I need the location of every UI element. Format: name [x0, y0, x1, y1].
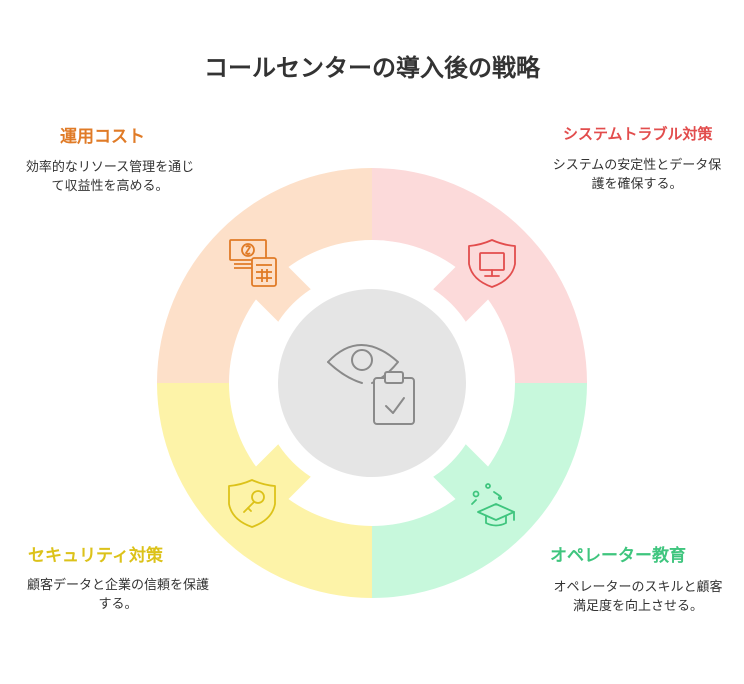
heading-operating-cost: 運用コスト — [60, 127, 145, 147]
eye-clipboard-check-icon — [327, 344, 415, 425]
heading-operator-training: オペレーター教育 — [550, 546, 686, 566]
shield-monitor-icon — [468, 239, 516, 288]
description-operator-training: オペレーターのスキルと顧客満足度を向上させる。 — [553, 580, 723, 614]
description-security: 顧客データと企業の信頼を保護する。 — [26, 578, 209, 612]
heading-system-trouble: システムトラブル対策 — [563, 125, 713, 143]
heading-security: セキュリティ対策 — [28, 546, 163, 566]
money-calculator-icon — [229, 239, 277, 287]
diagram-title: コールセンターの導入後の戦略 — [204, 54, 540, 82]
description-system-trouble: システムの安定性とデータ保護を確保する。 — [552, 158, 722, 192]
graduation-cap-icon — [471, 483, 515, 527]
description-operating-cost: 効率的なリソース管理を通じて収益性を高める。 — [25, 160, 195, 194]
shield-key-icon — [228, 479, 276, 528]
